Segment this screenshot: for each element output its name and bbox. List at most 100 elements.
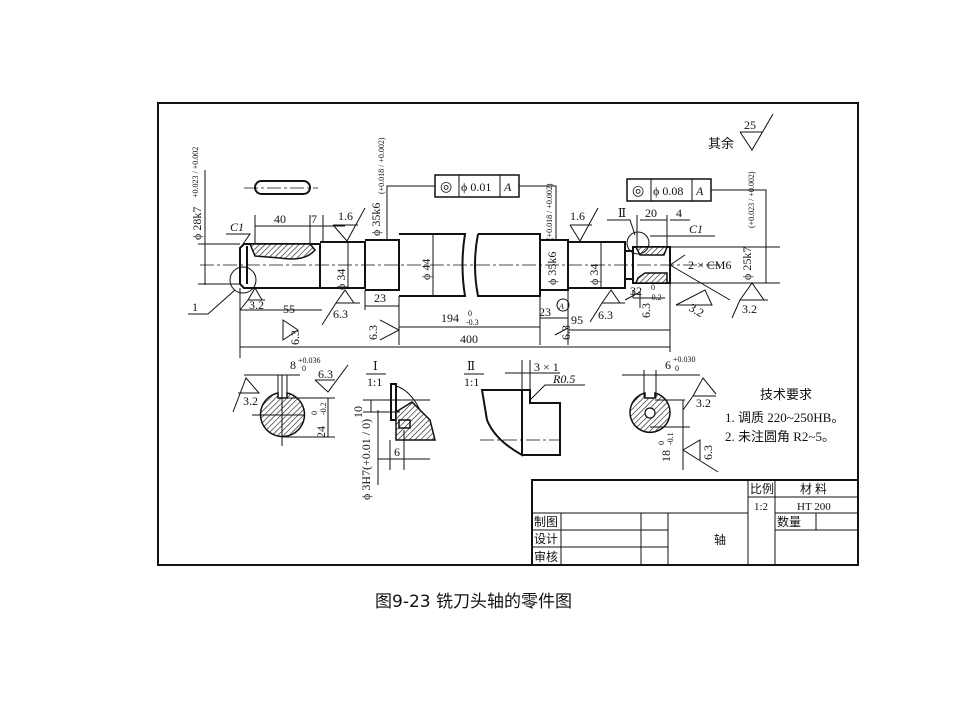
svg-text:6.3: 6.3 bbox=[288, 330, 302, 345]
svg-text:-0.1: -0.1 bbox=[666, 432, 675, 445]
svg-text:-0.2: -0.2 bbox=[649, 293, 662, 302]
svg-text:55: 55 bbox=[283, 302, 295, 316]
roughness-symbols: 1.6 3.2 6.3 6.3 6.3 1.6 6.3 6.3 6.3 3.2 … bbox=[239, 207, 768, 345]
svg-text:HT 200: HT 200 bbox=[797, 501, 831, 513]
svg-text:ϕ 0.01: ϕ 0.01 bbox=[461, 180, 491, 194]
svg-text:3.2: 3.2 bbox=[696, 396, 711, 410]
svg-text:ϕ 44: ϕ 44 bbox=[419, 259, 433, 280]
svg-text:3.2: 3.2 bbox=[742, 302, 757, 316]
tech-req-item: 2. 未注圆角 R2~5。 bbox=[725, 429, 835, 444]
svg-text:+0.036: +0.036 bbox=[298, 356, 321, 365]
general-roughness: 其余 25 bbox=[708, 113, 774, 151]
svg-text:6.3: 6.3 bbox=[598, 308, 613, 322]
svg-text:1:1: 1:1 bbox=[464, 375, 479, 389]
svg-text:3.2: 3.2 bbox=[243, 394, 258, 408]
svg-text:-0.3: -0.3 bbox=[466, 318, 479, 327]
svg-text:ϕ 28k7: ϕ 28k7 bbox=[190, 207, 204, 240]
svg-text:设计: 设计 bbox=[534, 532, 558, 546]
svg-text:+0.030: +0.030 bbox=[673, 355, 696, 364]
svg-text:A: A bbox=[695, 184, 704, 198]
roughness-label: 其余 bbox=[708, 136, 734, 151]
tech-req-item: 1. 调质 220~250HB。 bbox=[725, 410, 844, 425]
svg-text:◎: ◎ bbox=[632, 184, 644, 199]
svg-text:1: 1 bbox=[192, 300, 198, 314]
svg-text:6.3: 6.3 bbox=[333, 307, 348, 321]
svg-text:0: 0 bbox=[468, 309, 472, 318]
svg-text:1:1: 1:1 bbox=[367, 375, 382, 389]
svg-text:2 × CM6: 2 × CM6 bbox=[688, 258, 731, 272]
svg-text:C1: C1 bbox=[230, 220, 244, 234]
svg-text:ϕ 25k7: ϕ 25k7 bbox=[740, 247, 754, 280]
svg-text:ϕ 35k6: ϕ 35k6 bbox=[369, 203, 383, 236]
svg-text:1.6: 1.6 bbox=[570, 209, 585, 223]
keyway-top-view bbox=[244, 180, 318, 195]
svg-text:10: 10 bbox=[351, 406, 365, 418]
section-right: 6 +0.030 0 3.2 18 0 -0.1 6.3 bbox=[622, 355, 719, 473]
svg-text:比例: 比例 bbox=[750, 482, 774, 496]
technical-requirements: 技术要求 1. 调质 220~250HB。 2. 未注圆角 R2~5。 bbox=[725, 387, 844, 444]
svg-text:C1: C1 bbox=[689, 222, 703, 236]
tolerance-frame-right: ◎ ϕ 0.08 A bbox=[626, 178, 767, 247]
detail-1: Ⅰ 1:1 10 6 ϕ 3H7(+0.01 / 0) bbox=[351, 359, 436, 500]
svg-text:数量: 数量 bbox=[777, 514, 801, 529]
svg-text:1:2: 1:2 bbox=[754, 501, 768, 513]
figure-caption: 图9-23 铣刀头轴的零件图 bbox=[375, 592, 572, 612]
svg-text:1.6: 1.6 bbox=[338, 209, 353, 223]
svg-text:ϕ 0.08: ϕ 0.08 bbox=[653, 184, 683, 198]
svg-text:6: 6 bbox=[394, 445, 400, 459]
svg-text:194: 194 bbox=[441, 311, 459, 325]
section-left: 8 +0.036 0 24 0 -0.2 3.2 6.3 bbox=[232, 356, 349, 446]
svg-text:ϕ 34: ϕ 34 bbox=[334, 269, 348, 290]
svg-text:轴: 轴 bbox=[714, 532, 726, 547]
svg-text:7: 7 bbox=[311, 212, 317, 226]
svg-text:4: 4 bbox=[676, 206, 682, 220]
detail-2-circle bbox=[626, 231, 650, 255]
svg-text:ϕ 3H7(+0.01 / 0): ϕ 3H7(+0.01 / 0) bbox=[359, 419, 373, 500]
svg-text:6.3: 6.3 bbox=[318, 367, 333, 381]
svg-text:3.2: 3.2 bbox=[687, 300, 707, 320]
svg-text:40: 40 bbox=[274, 212, 286, 226]
svg-text:3 × 1: 3 × 1 bbox=[534, 360, 559, 374]
svg-text:-0.2: -0.2 bbox=[319, 402, 328, 415]
svg-text:3.2: 3.2 bbox=[249, 298, 264, 312]
svg-text:0: 0 bbox=[310, 411, 319, 415]
shaft-main-view bbox=[200, 231, 720, 297]
svg-text:(+0.018 / +0.002): (+0.018 / +0.002) bbox=[545, 183, 554, 240]
svg-text:ϕ 34: ϕ 34 bbox=[587, 264, 601, 285]
svg-text:ϕ 35k6: ϕ 35k6 bbox=[545, 252, 559, 285]
svg-text:0: 0 bbox=[651, 283, 655, 292]
tolerance-frame-left: ◎ ϕ 0.01 A bbox=[386, 174, 557, 240]
detail-2: Ⅱ 1:1 3 × 1 R0.5 bbox=[464, 359, 585, 457]
svg-text:0: 0 bbox=[302, 364, 306, 373]
roughness-value: 25 bbox=[744, 118, 756, 132]
svg-text:审核: 审核 bbox=[534, 549, 558, 564]
svg-text:(+0.023 / +0.002): (+0.023 / +0.002) bbox=[747, 171, 756, 228]
svg-text:◎: ◎ bbox=[440, 180, 452, 195]
drawing-frame bbox=[157, 102, 859, 566]
svg-text:6.3: 6.3 bbox=[559, 325, 573, 340]
svg-text:Ⅱ: Ⅱ bbox=[618, 206, 626, 220]
svg-text:23: 23 bbox=[374, 291, 386, 305]
dimensions: ϕ 28k7 +0.023 / +0.002 C1 40 7 ϕ 35k6 (+… bbox=[188, 137, 780, 358]
svg-text:18: 18 bbox=[659, 450, 673, 462]
svg-text:材 料: 材 料 bbox=[800, 482, 827, 496]
tech-req-title: 技术要求 bbox=[760, 387, 812, 402]
svg-text:24: 24 bbox=[314, 426, 328, 438]
svg-text:6.3: 6.3 bbox=[639, 303, 653, 318]
svg-text:400: 400 bbox=[460, 332, 478, 346]
svg-text:23: 23 bbox=[539, 305, 551, 319]
svg-text:R0.5: R0.5 bbox=[552, 372, 575, 386]
svg-text:32: 32 bbox=[630, 284, 642, 298]
svg-text:(+0.018 / +0.002): (+0.018 / +0.002) bbox=[377, 137, 386, 194]
svg-text:+0.023 / +0.002: +0.023 / +0.002 bbox=[191, 147, 200, 198]
svg-text:Ⅰ: Ⅰ bbox=[373, 359, 378, 373]
svg-text:20: 20 bbox=[645, 206, 657, 220]
svg-text:6: 6 bbox=[665, 358, 671, 372]
svg-text:95: 95 bbox=[571, 313, 583, 327]
svg-text:A: A bbox=[558, 302, 564, 311]
detail-1-circle bbox=[229, 266, 257, 294]
svg-text:0: 0 bbox=[675, 364, 679, 373]
svg-text:制图: 制图 bbox=[534, 515, 558, 529]
svg-text:Ⅱ: Ⅱ bbox=[467, 359, 475, 373]
